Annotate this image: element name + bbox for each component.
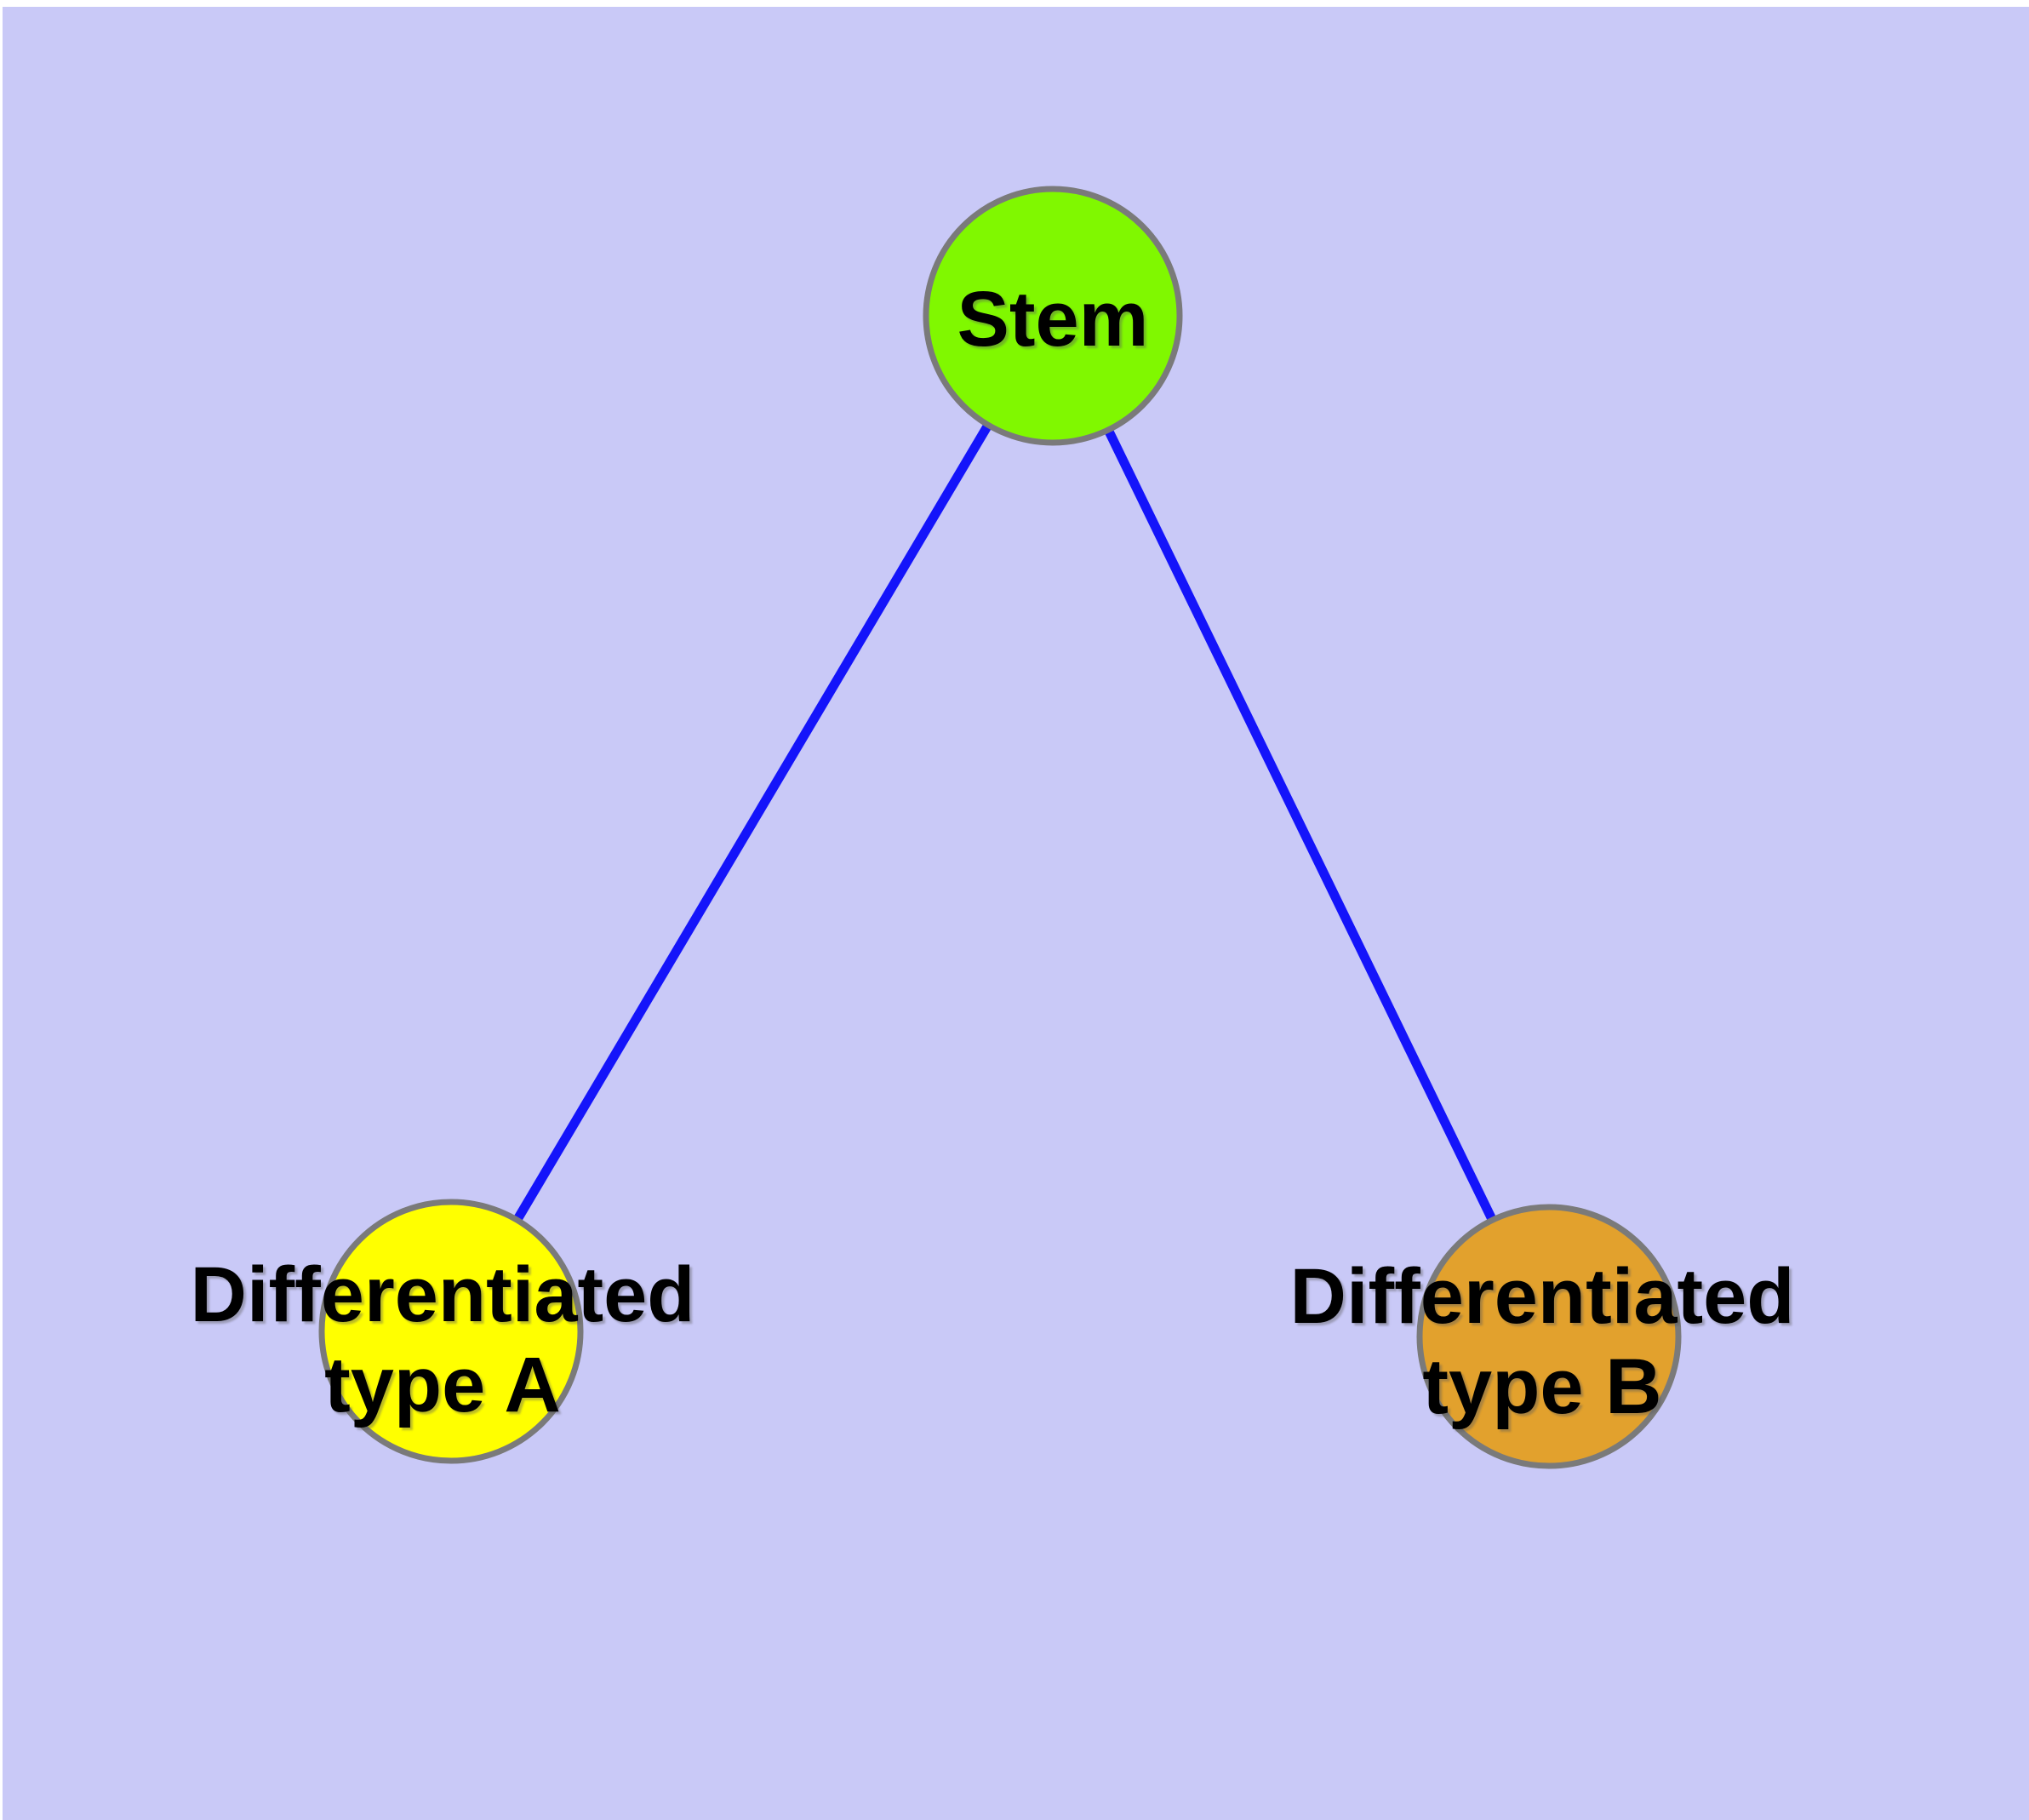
node-stem	[923, 186, 1183, 446]
type-b-label-line2: type B	[1422, 1343, 1662, 1430]
type-b-label-line1: Differentiated	[1289, 1253, 1795, 1340]
node-differentiated-type-b	[1416, 1204, 1682, 1469]
window-margin-top	[0, 0, 2029, 7]
type-a-label-line2: type A	[324, 1342, 561, 1428]
edge-stem-to-type-b	[1049, 313, 1553, 1339]
node-differentiated-type-a	[318, 1199, 584, 1464]
node-stem-label: Stem	[957, 276, 1149, 363]
node-differentiated-type-a-label: Differentiated type A	[191, 1250, 695, 1430]
node-differentiated-type-b-label: Differentiated type B	[1290, 1251, 1795, 1432]
type-a-label-line1: Differentiated	[190, 1251, 695, 1338]
window-margin-left	[0, 0, 3, 1820]
edge-stem-to-type-a	[447, 313, 1057, 1334]
